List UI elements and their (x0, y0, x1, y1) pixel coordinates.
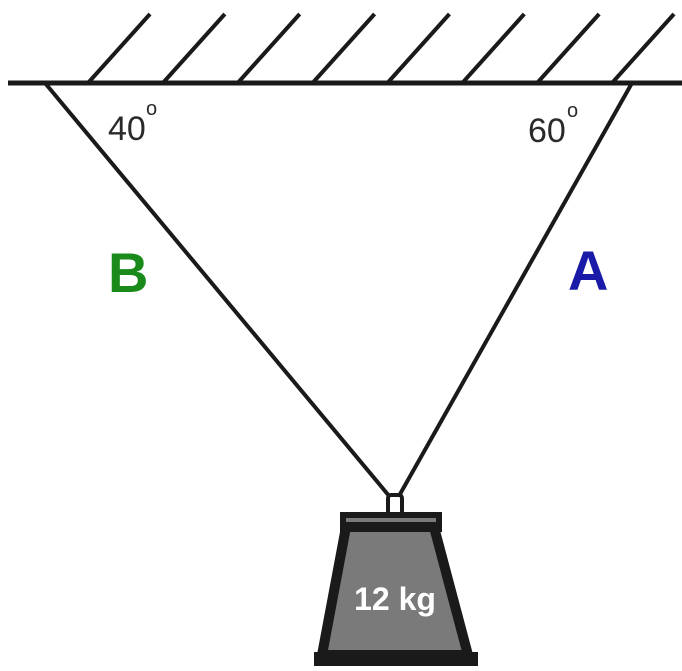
ceiling-hatches (86, 12, 676, 85)
weight-base (314, 652, 478, 666)
ceiling-hatch (460, 12, 526, 85)
ceiling-hatch (236, 12, 302, 85)
svg-text:60: 60 (528, 112, 566, 150)
ceiling (8, 12, 682, 86)
angle-left-label: 40 o (108, 98, 157, 148)
ceiling-hatch (161, 12, 227, 85)
mass-label: 12 kg (354, 581, 436, 617)
svg-text:40: 40 (108, 110, 146, 148)
rope-a-label: A (568, 239, 608, 302)
rope-b-label: B (108, 241, 148, 304)
rope-a (393, 82, 634, 504)
ceiling-hatch (535, 12, 601, 85)
weight: 12 kg (314, 512, 478, 666)
ceiling-hatch (385, 12, 451, 85)
ceiling-hatch (311, 12, 377, 85)
degree-symbol: o (146, 98, 157, 120)
degree-symbol: o (567, 100, 578, 122)
angle-right-label: 60 o (528, 100, 578, 150)
ceiling-hatch (610, 12, 676, 85)
rope-b (43, 81, 397, 505)
ceiling-hatch (86, 12, 152, 85)
